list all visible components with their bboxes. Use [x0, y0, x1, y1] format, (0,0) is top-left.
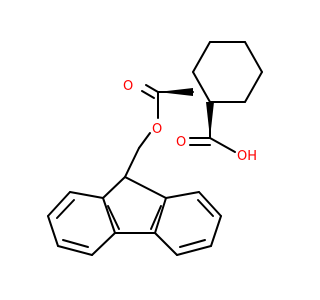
bond-fluorene-c9-left — [102, 176, 126, 199]
bond-right-ring-double-2 — [179, 239, 206, 248]
bond-ring-1 — [192, 41, 211, 73]
bond-left-ring-double-2 — [62, 239, 89, 248]
bond-right-ring-1 — [165, 191, 200, 199]
stereo-wedge-upper — [158, 88, 193, 96]
bonds — [47, 41, 263, 256]
bond-left-ring-double-1 — [56, 199, 75, 219]
bond-o-ch2 — [138, 132, 151, 149]
atom-label-ester-o-single: O — [152, 122, 162, 137]
bond-ester-c-o-double-a — [145, 84, 159, 93]
bond-left-ring-1 — [69, 191, 104, 199]
atom-label-acid-o-double: O — [176, 135, 186, 150]
bond-fluorene-bridge-left — [102, 197, 116, 234]
bond-ring-3 — [244, 41, 263, 73]
bond-left-ring-double-3 — [107, 205, 120, 230]
bond-right-ring-2 — [198, 191, 222, 217]
structure-canvas: O O O OH — [47, 41, 263, 256]
bond-ch2-c9 — [124, 147, 140, 178]
stereo-wedges — [158, 88, 214, 138]
molecule-drawing: O O O OH — [47, 41, 263, 256]
bond-left-ring-3 — [47, 215, 59, 247]
bond-left-ring-5 — [91, 232, 116, 256]
bond-right-ring-3 — [210, 215, 222, 247]
bond-fluorene-c9-right — [124, 176, 167, 199]
bond-ring-6 — [192, 71, 211, 103]
atom-label-ester-o-double: O — [123, 79, 133, 94]
bond-acid-c-oh — [209, 137, 236, 153]
bond-right-ring-4 — [176, 245, 212, 256]
atom-label-acid-oh: OH — [237, 149, 257, 164]
bond-right-ring-double-1 — [197, 199, 214, 217]
bond-ester-c-o-double-b — [141, 90, 155, 99]
bond-left-ring-4 — [57, 245, 93, 256]
stereo-wedge-lower — [206, 102, 214, 138]
bond-fluorene-bridge-right — [154, 197, 167, 234]
bond-ring-4 — [244, 71, 263, 103]
bond-left-ring-2 — [47, 191, 71, 217]
bond-right-ring-double-3 — [150, 205, 162, 230]
bond-right-ring-5 — [154, 232, 178, 256]
